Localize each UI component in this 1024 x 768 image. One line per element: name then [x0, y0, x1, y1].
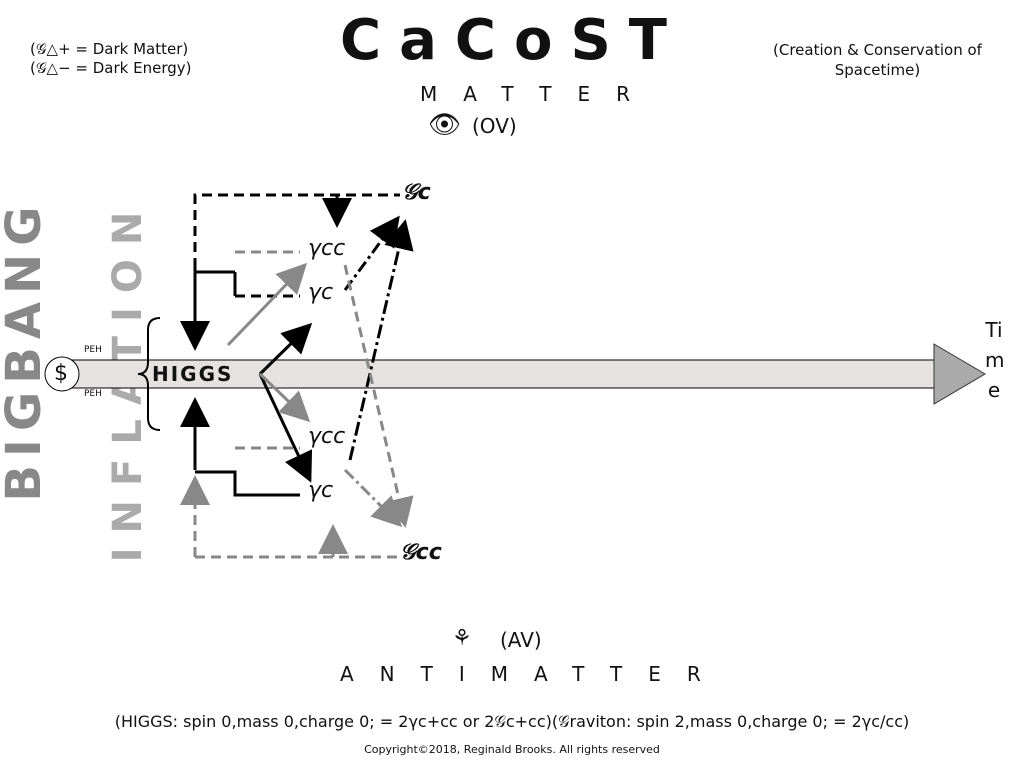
gamma-cc-bottom-node: γcc: [308, 424, 346, 449]
legend-dark-energy: (𝒢△− = Dark Energy): [30, 59, 192, 77]
higgs-node: HIGGS: [152, 362, 234, 386]
brace: [137, 317, 161, 431]
graviton-c-node: 𝒢c: [402, 180, 431, 205]
gamma-c-top-node: γc: [308, 280, 334, 305]
time-text: Time: [985, 318, 1005, 402]
copyright: Copyright©2018, Reginald Brooks. All rig…: [364, 743, 660, 756]
dark-legend: (𝒢△+ = Dark Matter) (𝒢△− = Dark Energy): [30, 40, 191, 78]
subtitle: (Creation & Conservation of Spacetime): [773, 41, 982, 79]
spider-icon: ⚘: [452, 626, 472, 651]
antimatter-view: (AV): [500, 628, 542, 652]
eye-icon: 👁: [428, 110, 462, 140]
legend-dark-matter: (𝒢△+ = Dark Matter): [30, 40, 189, 58]
gamma-c-bottom-node: γc: [308, 478, 334, 503]
singularity-symbol: $: [54, 361, 68, 386]
graviton-cc-node: 𝒢cc: [400, 540, 442, 565]
time-label: Time: [985, 315, 1005, 405]
matter-view: (OV): [472, 114, 517, 138]
matter-label: MATTER: [420, 82, 656, 106]
footer-formula: (HIGGS: spin 0,mass 0,charge 0; = 2γc+cc…: [114, 712, 910, 731]
peh-bottom-label: PEH: [84, 389, 102, 399]
gamma-cc-top-node: γcc: [308, 236, 346, 261]
antimatter-label: ANTIMATTER: [340, 662, 727, 686]
peh-top-label: PEH: [84, 345, 102, 355]
page-title: CaCoST: [340, 8, 685, 73]
singularity-circle: [44, 356, 80, 392]
